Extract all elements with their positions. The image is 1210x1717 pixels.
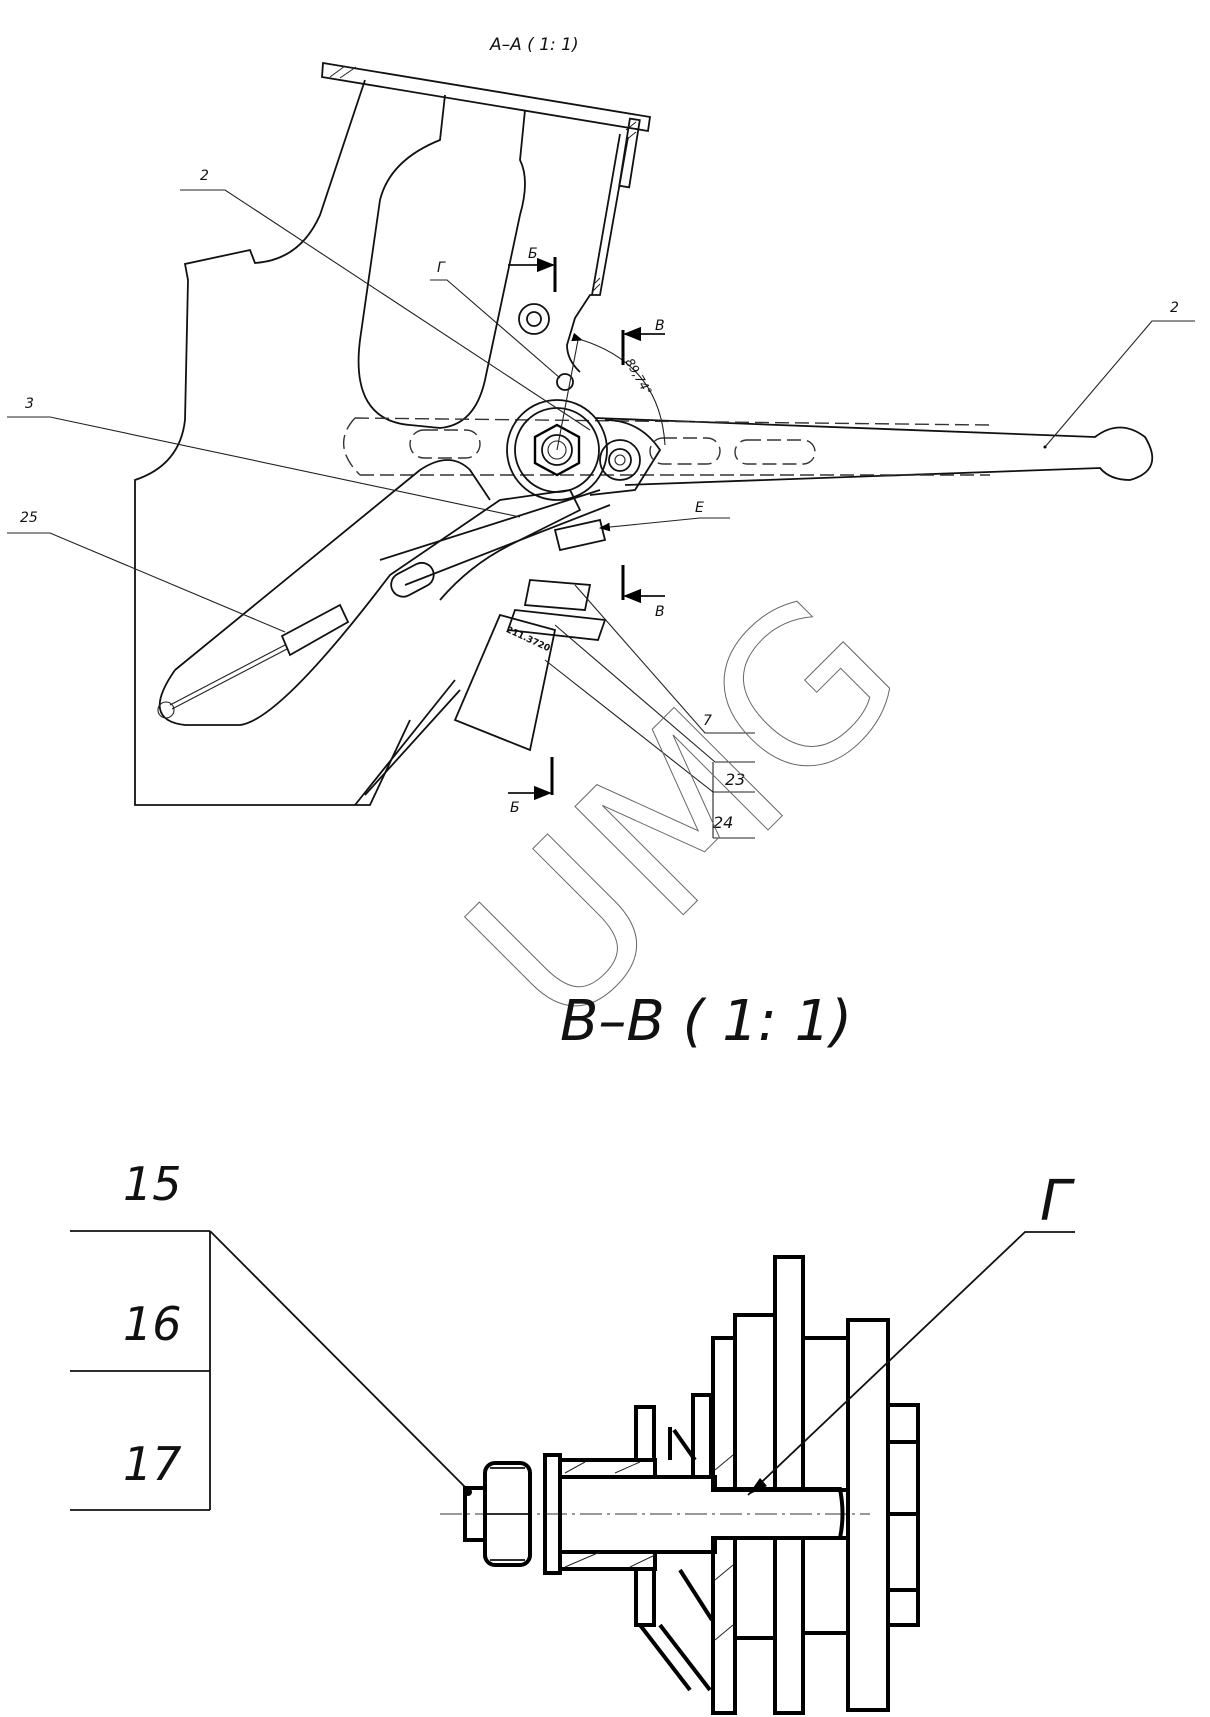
lever-3 — [158, 459, 611, 726]
callout-2-left: 2 — [180, 168, 591, 431]
callout-e: Е — [598, 500, 730, 532]
svg-text:Г: Г — [437, 260, 446, 276]
top-plate — [321, 61, 652, 189]
callout-17: 17 — [123, 1437, 182, 1491]
svg-text:7: 7 — [703, 713, 712, 729]
view-vv: В–В ( 1: 1) 15 16 17 — [70, 989, 1075, 1715]
callout-7-23-24: 7 23 24 — [544, 584, 755, 839]
callout-25: 25 — [7, 510, 286, 633]
lever-2 — [342, 417, 1154, 486]
ring-hole — [518, 303, 550, 335]
svg-text:24: 24 — [713, 813, 733, 832]
callout-15: 15 — [123, 1157, 182, 1211]
spring-25 — [157, 561, 435, 719]
svg-text:25: 25 — [20, 510, 38, 526]
svg-text:23: 23 — [725, 770, 745, 789]
view-vv-title: В–В ( 1: 1) — [560, 989, 852, 1054]
view-aa-title: A–A ( 1: 1) — [489, 35, 579, 55]
svg-text:Е: Е — [695, 500, 704, 516]
svg-text:В: В — [655, 318, 665, 334]
angle-value: 89,74° — [622, 356, 654, 398]
section-mark-v-bottom: В — [621, 565, 665, 620]
svg-text:Г: Г — [1040, 1169, 1075, 1234]
view-aa: A–A ( 1: 1) — [7, 35, 1195, 839]
callout-3: 3 — [7, 396, 521, 518]
section-mark-b-bottom: Б — [508, 757, 554, 816]
svg-text:В: В — [655, 604, 665, 620]
svg-text:2: 2 — [1170, 300, 1179, 316]
section-mark-v-top: В — [621, 318, 665, 365]
secondary-bolt — [589, 419, 662, 496]
detail-g-circle — [556, 373, 574, 391]
callout-table: 15 16 17 — [70, 1157, 472, 1511]
svg-text:2: 2 — [200, 168, 209, 184]
callout-2-right: 2 — [1043, 300, 1195, 449]
section-mark-b-top: Б — [508, 246, 557, 292]
callout-16: 16 — [123, 1297, 182, 1351]
bracket-window — [357, 94, 526, 429]
svg-text:3: 3 — [25, 396, 34, 412]
sensor-marking: 211.3720 — [504, 625, 551, 654]
svg-text:Б: Б — [510, 800, 520, 816]
bracket — [134, 79, 629, 806]
callout-g-top: Г — [430, 260, 561, 379]
shaft-assembly — [463, 1255, 920, 1715]
svg-text:Б: Б — [528, 246, 538, 262]
callout-g-bottom: Г — [747, 1169, 1075, 1496]
